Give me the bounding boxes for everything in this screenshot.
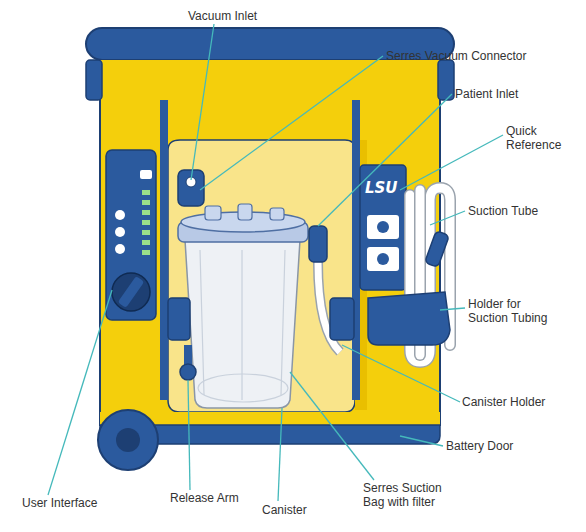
part-label: Quick Reference (506, 124, 570, 152)
unit-body (100, 70, 440, 425)
led (142, 210, 150, 215)
part-label: Serres Suction Bag with filter (363, 481, 459, 509)
part-label: Release Arm (170, 491, 239, 505)
side-trim (160, 100, 168, 400)
lid-port (205, 206, 221, 220)
icon-mark (377, 253, 389, 265)
dial-knob (118, 276, 145, 308)
part-label: Vacuum Inlet (188, 9, 257, 23)
led (142, 220, 150, 225)
part-label: Canister (262, 503, 307, 517)
patient-inlet (309, 226, 327, 262)
leader-line (400, 135, 503, 190)
lid-port (238, 204, 252, 220)
button (115, 227, 125, 237)
leader-line (430, 211, 465, 225)
button (115, 244, 125, 254)
leader-line (48, 290, 112, 495)
vacuum-connector (178, 170, 204, 206)
suction-bag-bottom (198, 374, 288, 402)
led (142, 250, 150, 255)
leader-line (278, 408, 282, 501)
leader-lines (48, 24, 503, 501)
vacuum-dial (112, 273, 150, 311)
leader-line (342, 345, 460, 402)
part-label: Serres Vacuum Connector (386, 49, 527, 63)
led-column (142, 190, 150, 255)
part-label: Patient Inlet (455, 87, 518, 101)
user-interface-panel (106, 150, 156, 320)
wheel-hub (116, 428, 140, 452)
unit-window (168, 140, 355, 412)
part-label: Suction Tube (468, 204, 538, 218)
part-label: Holder for Suction Tubing (468, 297, 564, 325)
led (142, 240, 150, 245)
part-label: Canister Holder (462, 395, 545, 409)
part-label: Battery Door (446, 439, 513, 453)
leader-line (318, 94, 452, 226)
part-label: User Interface (22, 496, 97, 510)
leader-line (188, 380, 190, 490)
quick-reference-panel (360, 165, 406, 290)
leader-line (440, 308, 465, 310)
reference-icon (367, 215, 399, 239)
leader-line (191, 24, 214, 180)
reference-icon (367, 247, 399, 271)
panel-buttons (115, 170, 152, 254)
side-trim (352, 100, 360, 400)
canister-body (185, 240, 300, 408)
led (142, 230, 150, 235)
release-knob (180, 364, 196, 380)
button (140, 170, 152, 179)
leader-line (290, 372, 374, 480)
lid-port (270, 208, 284, 220)
led (142, 200, 150, 205)
button (115, 210, 125, 220)
wheel (98, 410, 158, 470)
handle-side (86, 60, 102, 100)
canister-holder (330, 298, 354, 340)
tubing-holder (368, 292, 450, 345)
brand-mark: LSU (365, 180, 398, 196)
tube-connector (425, 231, 450, 268)
icon-mark (377, 221, 389, 233)
leader-line (400, 436, 443, 446)
leader-line (200, 56, 383, 190)
canister-holder (168, 298, 190, 340)
led (142, 190, 150, 195)
